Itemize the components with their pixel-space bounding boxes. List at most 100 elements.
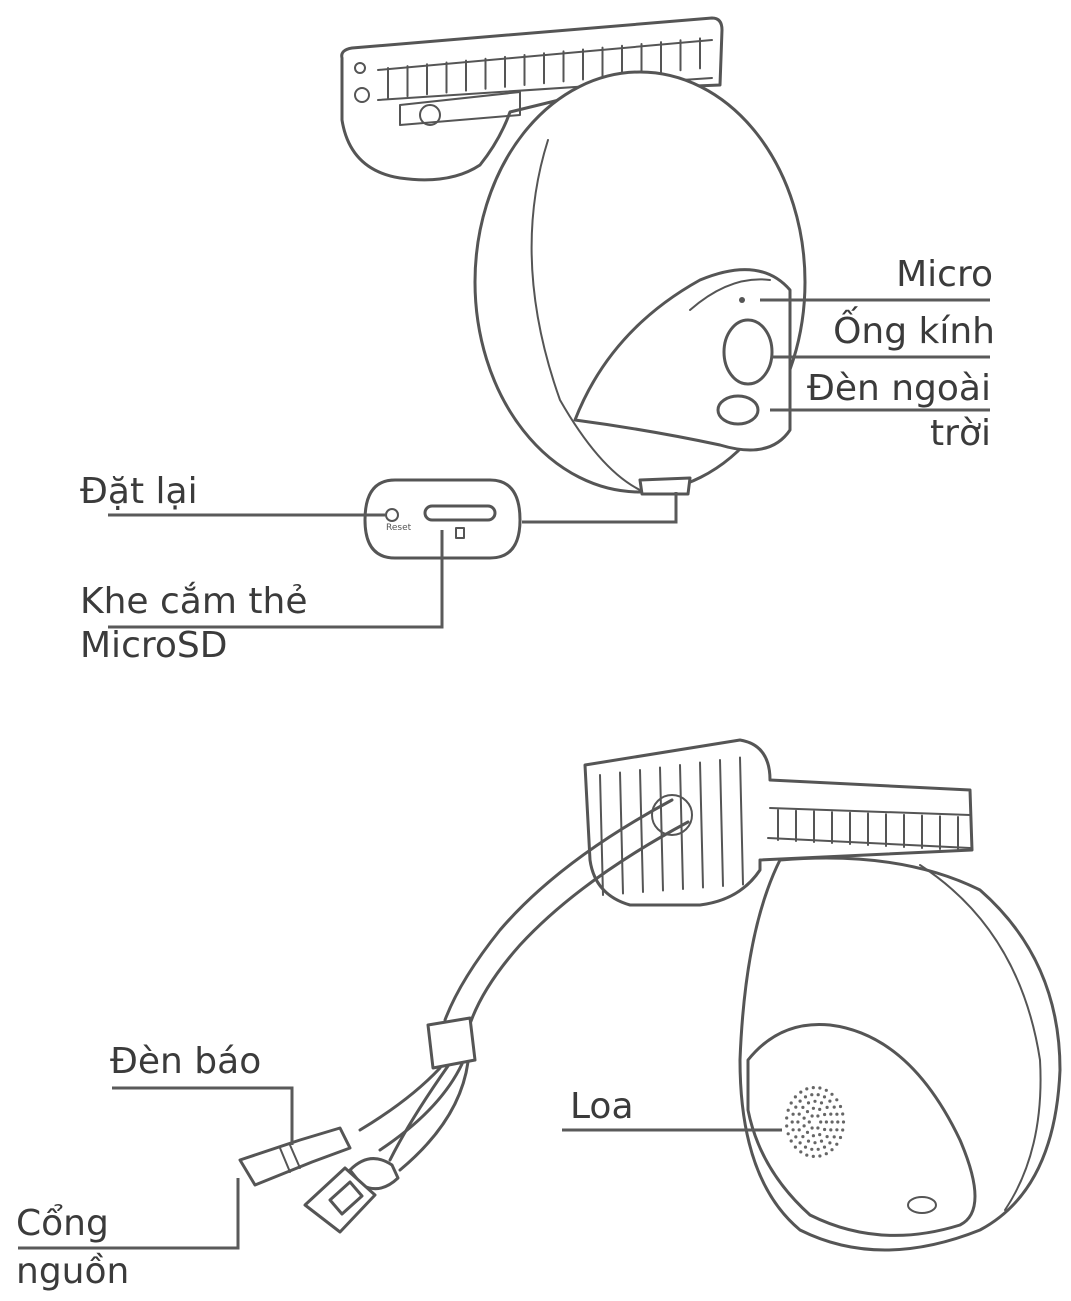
grill-hole [810, 1114, 814, 1118]
label-lens: Ống kính [833, 311, 995, 352]
grill-hole [790, 1120, 794, 1124]
grill-hole [835, 1128, 839, 1132]
grill-hole [793, 1095, 798, 1099]
grill-hole [802, 1124, 806, 1128]
grill-hole [835, 1098, 839, 1102]
grill-hole [807, 1120, 811, 1124]
grill-hole [818, 1133, 822, 1137]
grill-hole [825, 1135, 829, 1139]
grill-hole [823, 1127, 827, 1132]
leader-panel-link [522, 492, 678, 524]
grill-hole [838, 1104, 843, 1109]
grill-hole [810, 1147, 814, 1151]
grill-hole [805, 1130, 810, 1134]
reset-button-text: Reset [386, 523, 412, 533]
grill-hole [811, 1154, 815, 1158]
reset-button-shape [385, 508, 399, 522]
leader-indicator [112, 1086, 294, 1145]
grill-hole [789, 1101, 793, 1105]
grill-hole [825, 1105, 829, 1109]
front-lens-shape [722, 318, 774, 386]
grill-hole [816, 1093, 820, 1097]
grill-hole [822, 1145, 827, 1149]
label-outdoor-light-line1: Đèn ngoài [806, 368, 991, 409]
leader-lines [18, 298, 990, 1250]
label-sd-slot-line1: Khe cắm thẻ [80, 581, 308, 622]
grill-hole [835, 1142, 839, 1146]
label-power-port-line1: Cổng [16, 1203, 109, 1244]
rib-line [619, 771, 624, 895]
grill-hole [841, 1128, 845, 1132]
front-bracket-ribs [387, 37, 701, 99]
grill-hole [829, 1112, 833, 1116]
leader-sd-slot [108, 530, 444, 629]
grill-hole [835, 1112, 839, 1116]
front-mount-bracket [340, 16, 724, 182]
grill-hole [802, 1116, 806, 1120]
grill-hole [811, 1086, 815, 1090]
grill-hole [805, 1110, 810, 1114]
label-reset: Đặt lại [80, 471, 198, 512]
grill-hole [798, 1141, 802, 1145]
grill-hole [805, 1087, 809, 1091]
rear-camera-illustration [238, 738, 1062, 1252]
grill-hole [832, 1105, 836, 1109]
front-outdoor-light-shape [716, 394, 760, 426]
grill-hole [803, 1095, 808, 1099]
grill-hole [801, 1135, 805, 1139]
front-camera-dome [473, 70, 807, 496]
grill-hole [824, 1120, 829, 1124]
grill-hole [813, 1141, 817, 1145]
rear-camera-dome [738, 856, 1062, 1252]
grill-hole [797, 1128, 801, 1132]
grill-hole [838, 1135, 843, 1140]
grill-hole [841, 1112, 845, 1116]
rear-bracket-ribs [777, 809, 959, 851]
reset-sd-panel: Reset [363, 478, 522, 560]
sd-slot-shape [423, 504, 497, 522]
grill-hole [810, 1093, 814, 1097]
grill-hole [803, 1145, 808, 1149]
rear-bracket-inner [599, 756, 744, 896]
grill-hole [798, 1099, 802, 1103]
grill-hole [816, 1147, 820, 1151]
rib-line [699, 761, 704, 889]
grill-hole [811, 1106, 816, 1110]
grill-hole [830, 1148, 834, 1152]
grill-hole [810, 1126, 814, 1130]
grill-hole [806, 1101, 811, 1105]
grill-hole [816, 1126, 820, 1130]
rear-mount-bracket [583, 738, 974, 907]
grill-hole [841, 1120, 846, 1124]
grill-hole [799, 1150, 803, 1154]
grill-hole [819, 1101, 824, 1105]
label-sd-slot-line2: MicroSD [80, 625, 228, 666]
grill-hole [818, 1086, 822, 1090]
grill-hole [811, 1134, 816, 1138]
front-camera-illustration [340, 16, 807, 496]
speaker-grill [785, 1086, 846, 1158]
grill-hole [786, 1108, 790, 1112]
grill-hole [789, 1139, 793, 1143]
grill-hole [828, 1141, 832, 1145]
grill-hole [830, 1092, 834, 1096]
grill-hole [824, 1088, 828, 1092]
grill-hole [818, 1154, 822, 1158]
grill-hole [824, 1152, 828, 1156]
grill-hole [829, 1128, 833, 1132]
grill-hole [797, 1112, 801, 1116]
grill-hole [794, 1135, 798, 1139]
grill-hole [805, 1153, 809, 1157]
grill-hole [801, 1105, 805, 1109]
grill-hole [785, 1124, 789, 1128]
power-cable [238, 798, 690, 1234]
grill-hole [830, 1120, 834, 1124]
grill-hole [819, 1139, 824, 1143]
grill-hole [799, 1090, 803, 1094]
label-indicator: Đèn báo [110, 1041, 262, 1082]
grill-hole [813, 1099, 817, 1103]
grill-hole [822, 1095, 827, 1099]
grill-hole [819, 1120, 823, 1124]
grill-hole [823, 1112, 827, 1117]
grill-hole [796, 1120, 800, 1124]
